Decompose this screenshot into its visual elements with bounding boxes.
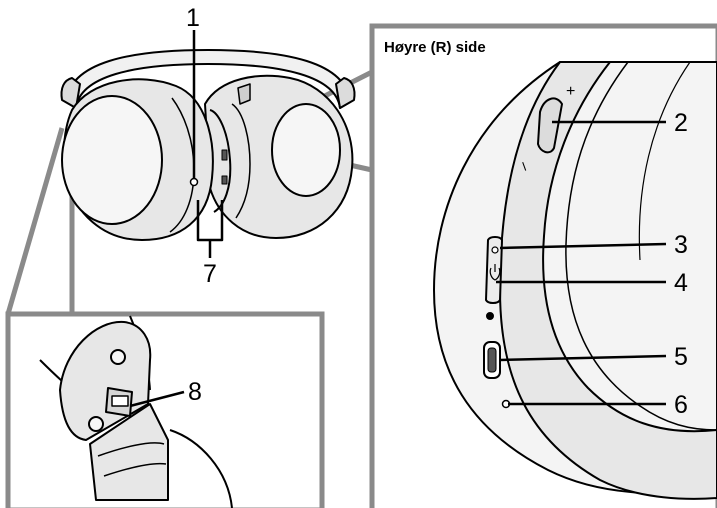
callout-2: 2: [674, 109, 688, 137]
callout-3: 3: [674, 231, 688, 259]
callout-1: 1: [186, 4, 200, 32]
power-button: [485, 236, 503, 304]
callout-7: 7: [203, 260, 217, 288]
callout-8: 8: [188, 378, 202, 406]
callout-6: 6: [674, 391, 688, 419]
panel-title: Høyre (R) side: [384, 39, 486, 56]
callout-4: 4: [674, 269, 688, 297]
right-detail-panel: Høyre (R) side + –: [369, 23, 717, 508]
headphones-overview: [60, 49, 356, 242]
svg-text:+: +: [566, 83, 575, 100]
leader-8: [129, 390, 185, 408]
callout-5: 5: [674, 343, 688, 371]
leaders-right: [496, 120, 667, 406]
left-port: [189, 177, 199, 187]
left-detail-panel: 8: [5, 311, 325, 508]
volume-rocker: [537, 97, 563, 154]
